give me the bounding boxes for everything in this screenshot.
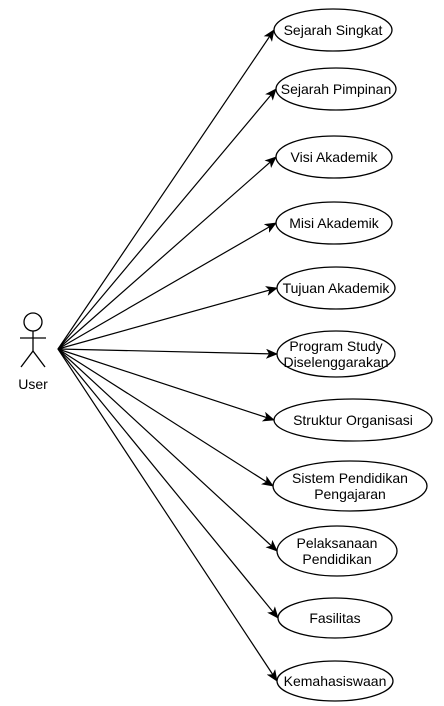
association-arrow [57, 348, 278, 359]
use-case-label: Pendidikan [302, 551, 371, 567]
use-case-ellipse [276, 330, 396, 378]
actor-head [23, 312, 43, 332]
association-arrow [57, 348, 274, 487]
use-case: Visi Akademik [275, 135, 393, 179]
use-case: Misi Akademik [275, 201, 393, 245]
use-case-label: Pelaksanaan [297, 535, 378, 551]
use-case: Kemahasiswaan [276, 660, 394, 702]
use-case-label: Sistem Pendidikan [292, 470, 408, 486]
use-case-ellipse [276, 660, 394, 702]
use-case: Sejarah Pimpinan [275, 67, 397, 111]
association-arrow [57, 348, 275, 422]
actor-label: User [18, 376, 48, 392]
use-case-ellipse [273, 8, 393, 52]
use-case-ellipse [273, 398, 433, 442]
use-case-label: Program Study [289, 338, 382, 354]
actor-right-leg [32, 350, 46, 368]
use-case-label: Sejarah Singkat [284, 22, 383, 38]
use-case: Sejarah Singkat [273, 8, 393, 52]
use-case-ellipse [277, 597, 393, 639]
use-case: Fasilitas [277, 597, 393, 639]
association-arrow [57, 88, 277, 350]
use-case-ellipse [276, 266, 396, 310]
use-case-label: Tujuan Akademik [283, 280, 391, 296]
use-case-label: Visi Akademik [291, 149, 379, 165]
association-arrow [57, 29, 275, 350]
use-case: Tujuan Akademik [276, 266, 396, 310]
use-case-ellipse [272, 460, 428, 512]
use-case-ellipse [275, 67, 397, 111]
use-case-label: Sejarah Pimpinan [281, 81, 392, 97]
actor-user [20, 312, 46, 368]
actor-left-leg [20, 350, 34, 368]
use-case-label: Diselenggarakan [283, 354, 388, 370]
use-case-label: Pengajaran [314, 486, 386, 502]
association-arrow [57, 348, 279, 619]
use-case-label: Struktur Organisasi [293, 412, 413, 428]
use-case: Struktur Organisasi [273, 398, 433, 442]
associations [57, 29, 279, 682]
use-case-ellipse [275, 135, 393, 179]
use-case-label: Kemahasiswaan [284, 673, 387, 689]
association-arrow [57, 348, 278, 552]
association-arrow [57, 286, 278, 350]
association-arrow [57, 348, 278, 682]
use-case-ellipse [276, 525, 398, 577]
association-arrow [57, 156, 277, 350]
association-arrow [57, 222, 277, 350]
use-case-label: Misi Akademik [289, 215, 379, 231]
use-case-ellipse [275, 201, 393, 245]
use-case-label: Fasilitas [309, 610, 360, 626]
